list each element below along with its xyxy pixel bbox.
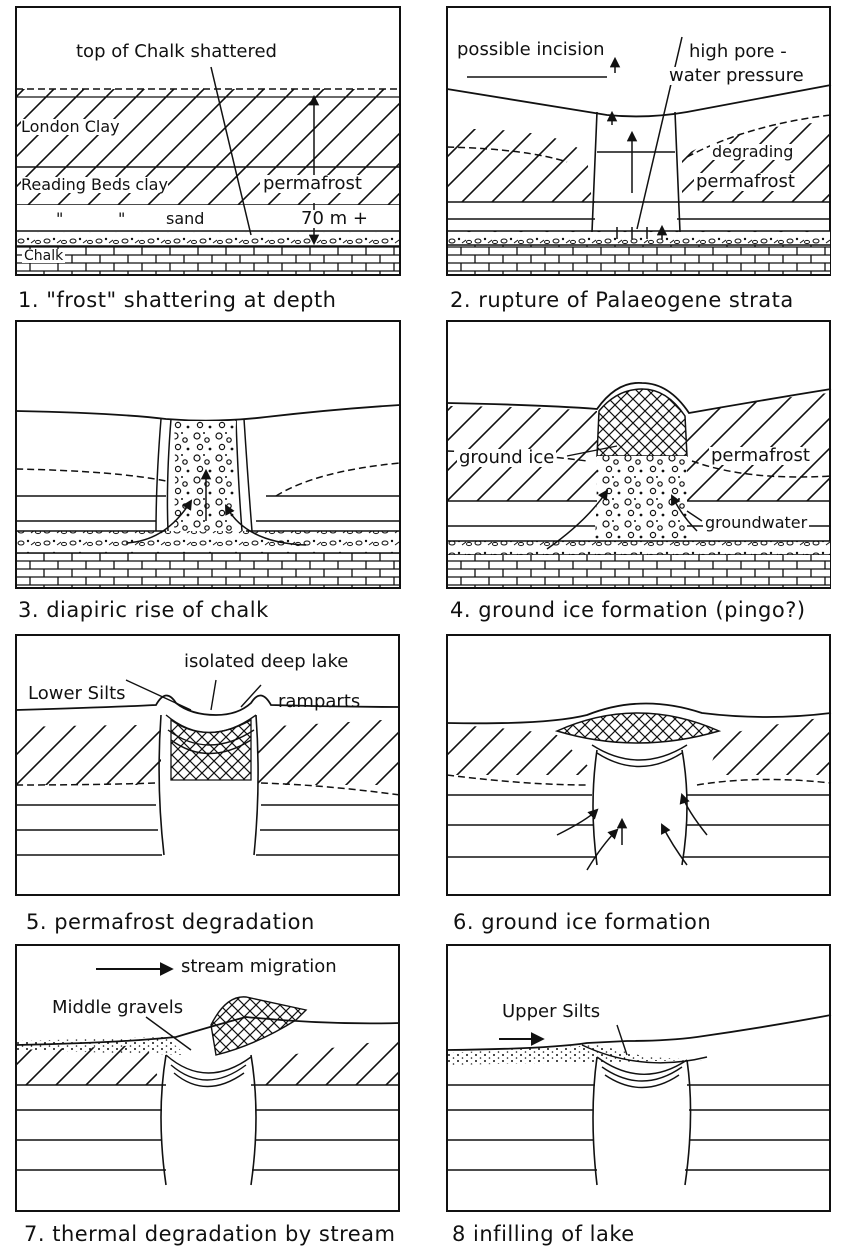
panel-1: top of Chalk shattered London Clay Readi…	[16, 7, 402, 277]
panel-7-diagram	[16, 945, 402, 1213]
label-stream-migration: stream migration	[181, 958, 337, 976]
label-groundwater: groundwater	[703, 515, 809, 531]
label-water-pressure: water pressure	[669, 67, 804, 85]
label-london-clay: London Clay	[21, 119, 120, 135]
label-chalk: Chalk	[22, 249, 65, 263]
label-ditto-2: "	[118, 211, 125, 227]
caption-panel-2: 2. rupture of Palaeogene strata	[450, 288, 794, 312]
panel-5-diagram	[16, 635, 402, 897]
caption-panel-5: 5. permafrost degradation	[26, 910, 315, 934]
label-permafrost-2: permafrost	[694, 173, 797, 191]
panel-4: ground ice permafrost groundwater	[447, 321, 833, 591]
panel-2: possible incision high pore - water pres…	[447, 7, 833, 277]
label-ditto-1: "	[56, 211, 63, 227]
caption-panel-7: 7. thermal degradation by stream	[24, 1222, 395, 1246]
label-sand: sand	[166, 211, 204, 227]
label-lower-silts: Lower Silts	[28, 685, 126, 703]
panel-6	[447, 635, 833, 897]
label-permafrost: permafrost	[260, 175, 365, 193]
panel-6-diagram	[447, 635, 833, 897]
label-depth: 70 m +	[298, 210, 371, 228]
panel-3-diagram	[16, 321, 402, 591]
label-permafrost-4: permafrost	[709, 447, 812, 465]
label-high-pore: high pore -	[689, 43, 787, 61]
label-isolated-lake: isolated deep lake	[184, 653, 348, 671]
panel-8: Upper Silts	[447, 945, 833, 1213]
panel-3	[16, 321, 402, 591]
panel-8-diagram	[447, 945, 833, 1213]
label-reading-beds: Reading Beds clay	[21, 177, 168, 193]
label-top-of-chalk: top of Chalk shattered	[72, 43, 281, 61]
caption-panel-8: 8 infilling of lake	[452, 1222, 635, 1246]
caption-panel-4: 4. ground ice formation (pingo?)	[450, 598, 806, 622]
panel-7: stream migration Middle gravels	[16, 945, 402, 1213]
caption-panel-6: 6. ground ice formation	[453, 910, 711, 934]
label-ground-ice: ground ice	[457, 449, 556, 467]
label-degrading: degrading	[710, 144, 795, 160]
label-possible-incision: possible incision	[457, 41, 605, 59]
caption-panel-3: 3. diapiric rise of chalk	[18, 598, 269, 622]
label-ramparts: ramparts	[278, 693, 360, 711]
label-upper-silts: Upper Silts	[502, 1003, 600, 1021]
caption-panel-1: 1. "frost" shattering at depth	[18, 288, 337, 312]
label-middle-gravels: Middle gravels	[52, 999, 183, 1017]
panel-5: isolated deep lake Lower Silts ramparts	[16, 635, 402, 897]
